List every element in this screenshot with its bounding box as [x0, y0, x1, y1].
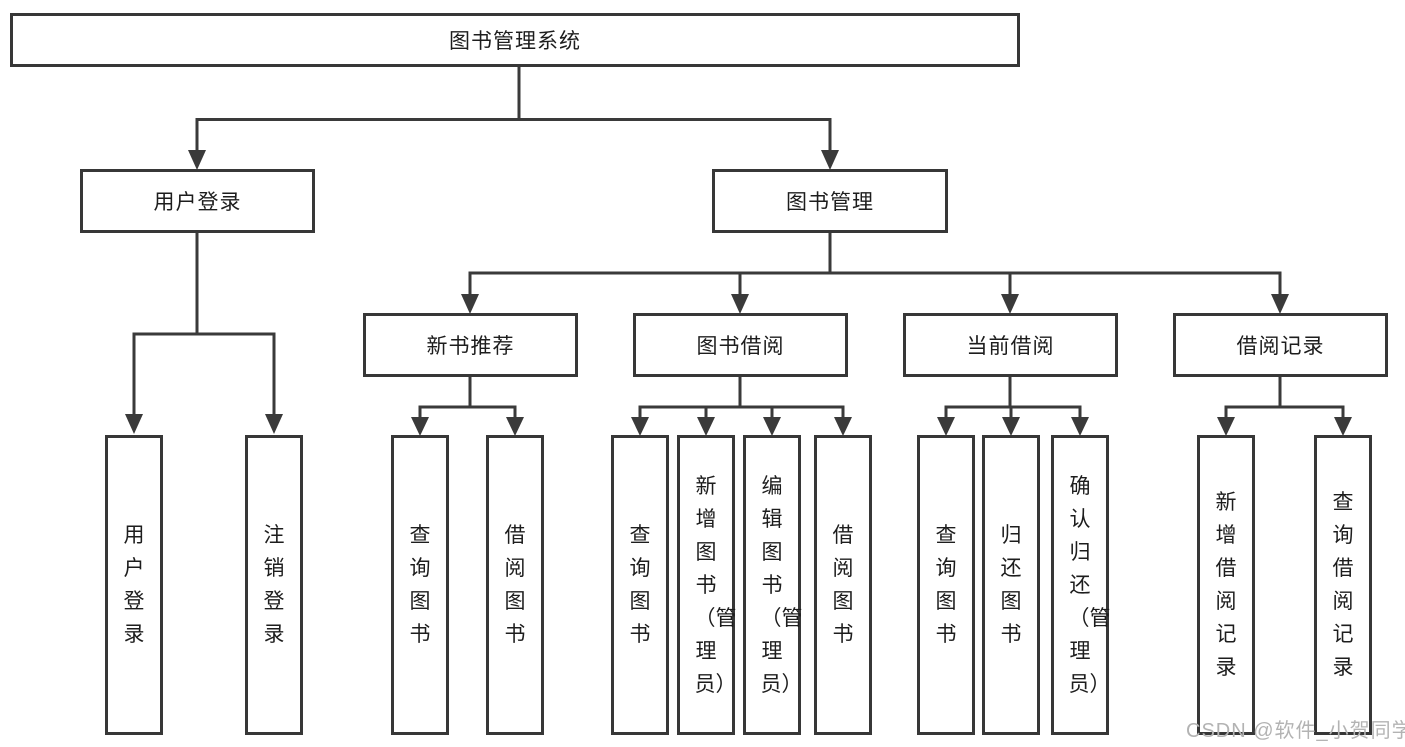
leaf-label: 用户登录 — [123, 524, 145, 646]
node-label: 图书借阅 — [696, 335, 785, 358]
leaf-label: 新增借阅记录 — [1215, 491, 1237, 679]
leaf-query-borrow-record: 查询借阅记录 — [1314, 435, 1372, 735]
leaf-label: 编辑图书（管理员） — [760, 474, 803, 696]
leaf-add-borrow-record: 新增借阅记录 — [1197, 435, 1255, 735]
leaf-label: 查询图书 — [629, 524, 651, 646]
node-new-book-recommendation: 新书推荐 — [363, 313, 578, 377]
leaf-label: 注销登录 — [263, 524, 285, 646]
leaf-query-books-current: 查询图书 — [917, 435, 975, 735]
node-library-management-system: 图书管理系统 — [10, 13, 1020, 67]
node-label: 用户登录 — [153, 191, 242, 214]
csdn-watermark: CSDN @软件_小贺同学 — [1186, 720, 1405, 742]
leaf-user-login: 用户登录 — [105, 435, 163, 735]
node-label: 借阅记录 — [1236, 335, 1325, 358]
leaf-label: 新增图书（管理员） — [694, 474, 737, 696]
leaf-borrow-books: 借阅图书 — [814, 435, 872, 735]
leaf-add-book-admin: 新增图书（管理员） — [677, 435, 737, 735]
node-current-borrowing: 当前借阅 — [903, 313, 1118, 377]
leaf-label: 借阅图书 — [504, 524, 526, 646]
leaf-return-books: 归还图书 — [982, 435, 1040, 735]
leaf-query-books-recommend: 查询图书 — [391, 435, 449, 735]
leaf-label: 查询图书 — [935, 524, 957, 646]
leaf-label: 归还图书 — [1000, 524, 1022, 646]
node-book-management: 图书管理 — [712, 169, 948, 233]
leaf-logout: 注销登录 — [245, 435, 303, 735]
leaf-label: 确认归还（管理员） — [1068, 474, 1111, 696]
node-label: 当前借阅 — [966, 335, 1055, 358]
leaf-label: 查询图书 — [409, 524, 431, 646]
leaf-borrow-books-recommend: 借阅图书 — [486, 435, 544, 735]
leaf-confirm-return-admin: 确认归还（管理员） — [1051, 435, 1111, 735]
leaf-edit-book-admin: 编辑图书（管理员） — [743, 435, 803, 735]
node-borrowing-records: 借阅记录 — [1173, 313, 1388, 377]
node-label: 图书管理系统 — [449, 30, 581, 53]
node-label: 新书推荐 — [426, 335, 515, 358]
leaf-label: 查询借阅记录 — [1332, 491, 1354, 679]
leaf-label: 借阅图书 — [832, 524, 854, 646]
node-user-login: 用户登录 — [80, 169, 315, 233]
node-label: 图书管理 — [786, 191, 874, 214]
leaf-query-books-borrowing: 查询图书 — [611, 435, 669, 735]
node-book-borrowing: 图书借阅 — [633, 313, 848, 377]
